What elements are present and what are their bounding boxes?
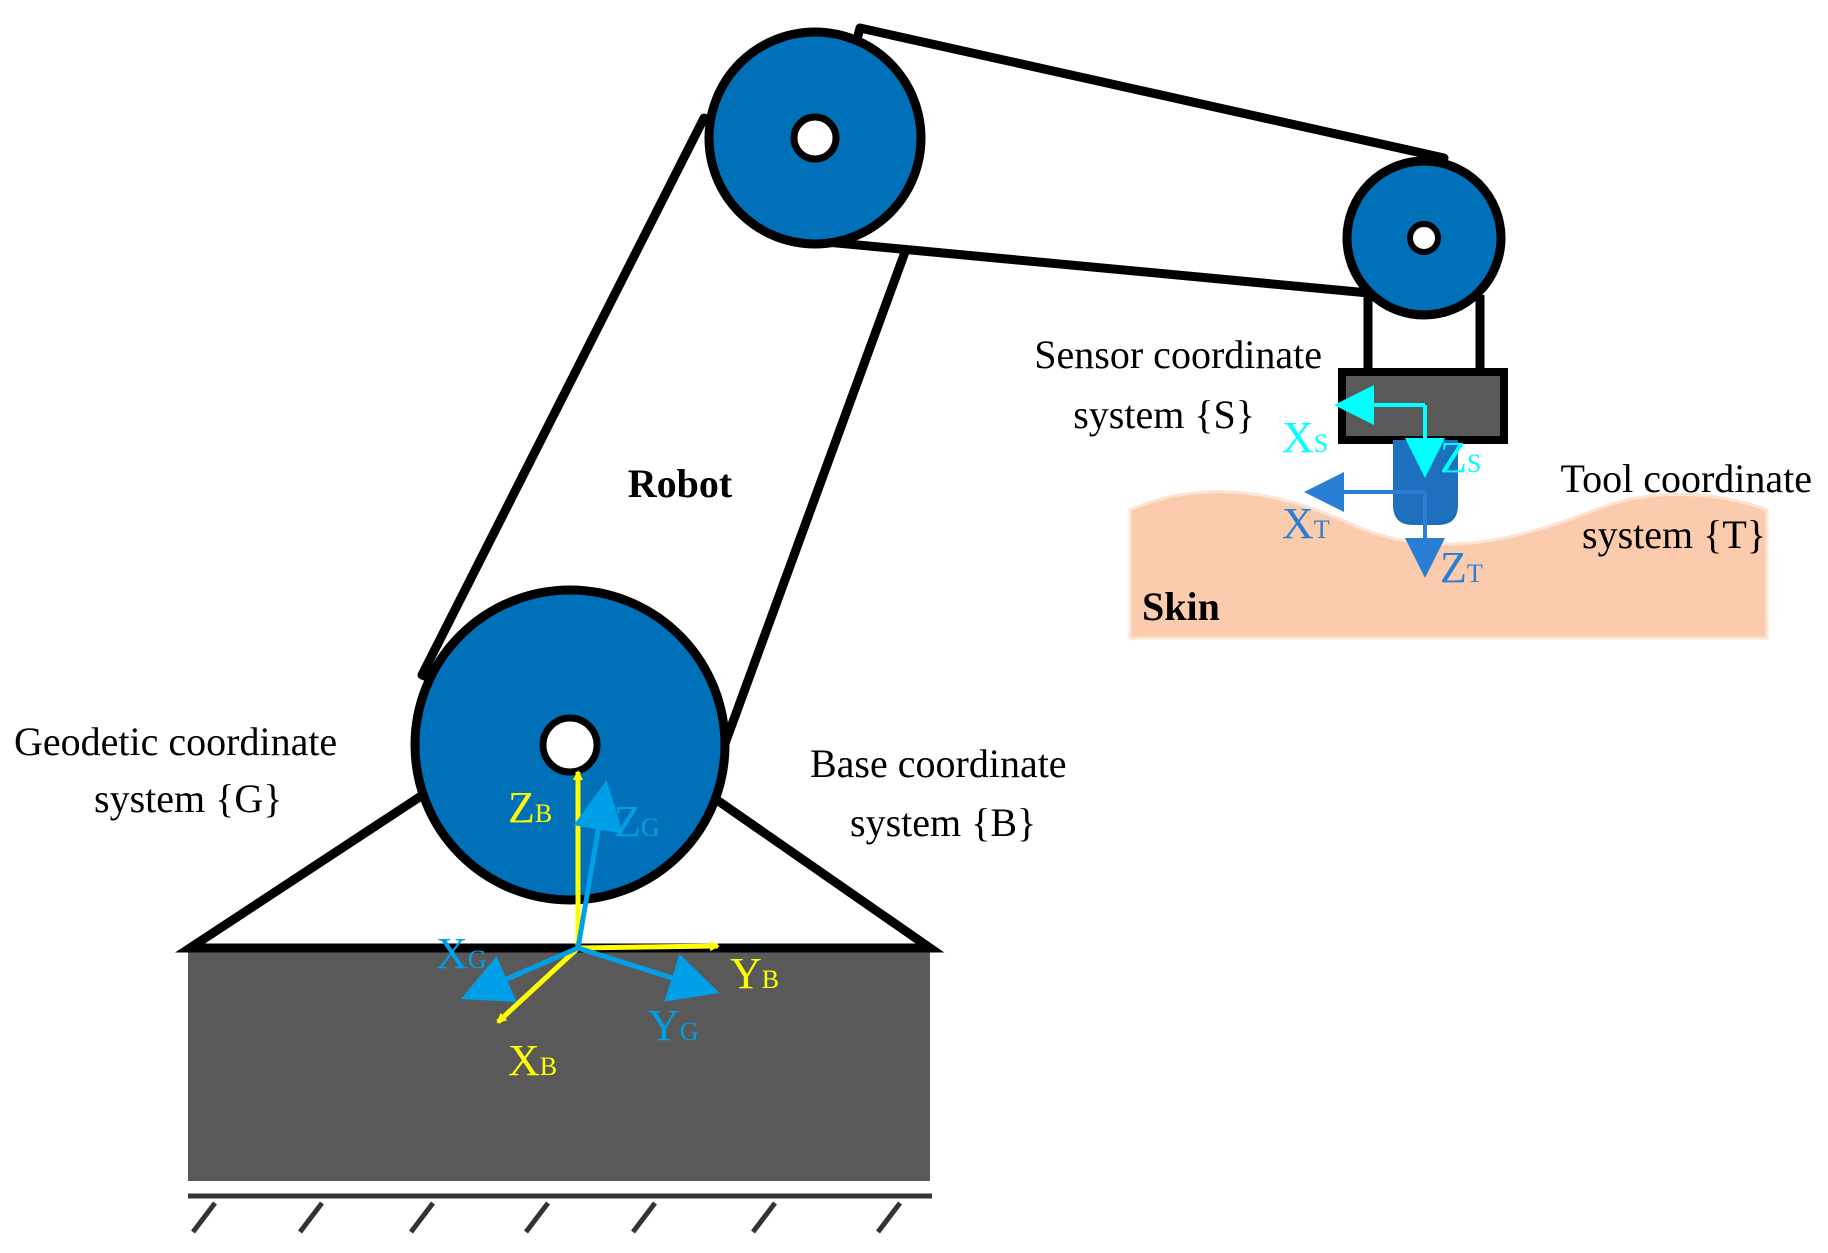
base-label-line1: Base coordinate: [810, 741, 1067, 786]
geodetic-frame-axes: [460, 780, 720, 1002]
skin-label: Skin: [1142, 584, 1220, 629]
geodetic-label-line2: system {G}: [94, 776, 282, 821]
tool-label-line1: Tool coordinate: [1560, 456, 1812, 501]
axis-label-yb: YB: [730, 949, 779, 998]
tool-frame-axes: [1304, 472, 1445, 578]
axis-label-xs: XS: [1282, 413, 1328, 462]
axis-label-zs: ZS: [1440, 433, 1481, 482]
axis-label-zt: ZT: [1440, 543, 1483, 592]
sensor-frame-axes: [1334, 385, 1445, 478]
wrist-joint-hole: [1407, 221, 1441, 255]
axis-label-zb: ZB: [508, 783, 552, 832]
sensor-label-line1: Sensor coordinate: [1034, 332, 1322, 377]
skin-surface: [1128, 490, 1769, 640]
axis-label-xt: XT: [1282, 499, 1330, 548]
base-joint-hole: [539, 714, 601, 776]
geodetic-label-line1: Geodetic coordinate: [14, 719, 337, 764]
wrist-bracket: [1363, 295, 1485, 372]
base-label-line2: system {B}: [850, 800, 1036, 845]
shoulder-joint-hole: [790, 113, 840, 163]
axis-label-yg: YG: [648, 1001, 699, 1050]
axis-label-xg: XG: [436, 929, 487, 978]
axis-label-xb: XB: [508, 1036, 557, 1085]
ground-hatch: [188, 1193, 932, 1234]
base-block: [188, 948, 930, 1181]
sensor-label-line2: system {S}: [1073, 392, 1255, 437]
tool-label-line2: system {T}: [1582, 512, 1766, 557]
axis-label-zg: ZG: [614, 797, 660, 846]
robot-label: Robot: [628, 461, 733, 506]
